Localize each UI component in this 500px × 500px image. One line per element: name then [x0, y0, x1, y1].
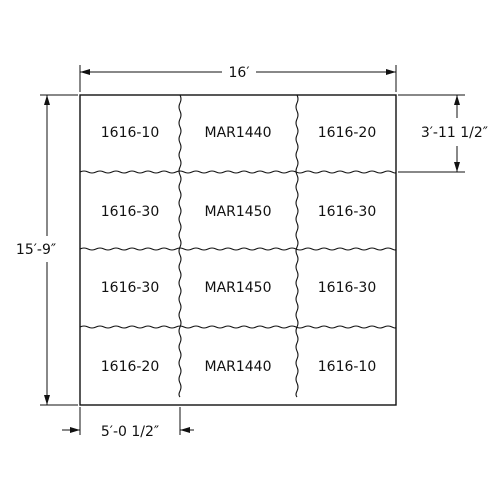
horizontal-seam-3	[79, 325, 397, 329]
panel-label-r4c2: MAR1440	[204, 359, 271, 375]
panel-label-r1c2: MAR1440	[204, 125, 271, 141]
vertical-seam-1	[178, 94, 182, 398]
panel-label-r3c2: MAR1450	[204, 280, 271, 296]
panel-label-r1c1: 1616-10	[101, 125, 160, 141]
panel-label-r4c3: 1616-10	[318, 359, 377, 375]
dimension-label-overall-width: 16′	[229, 65, 250, 81]
dimension-label-panel-height: 3′-11 1/2″	[421, 125, 488, 141]
panel-label-r3c1: 1616-30	[101, 280, 160, 296]
dimension-overall-width	[79, 65, 397, 92]
panel-label-r4c1: 1616-20	[101, 359, 160, 375]
dimension-overall-height	[40, 94, 78, 406]
panel-label-r3c3: 1616-30	[318, 280, 377, 296]
dimension-label-overall-height: 15′-9″	[16, 242, 56, 258]
dimension-panel-height	[398, 94, 465, 173]
dimension-panel-width	[62, 407, 194, 435]
dimension-label-panel-width: 5′-0 1/2″	[101, 424, 159, 440]
horizontal-seam-1	[79, 170, 397, 174]
panel-label-r2c2: MAR1450	[204, 204, 271, 220]
panel-label-r2c3: 1616-30	[318, 204, 377, 220]
panel-label-r2c1: 1616-30	[101, 204, 160, 220]
panel-label-r1c3: 1616-20	[318, 125, 377, 141]
vertical-seam-2	[295, 94, 299, 398]
horizontal-seam-2	[79, 247, 397, 251]
